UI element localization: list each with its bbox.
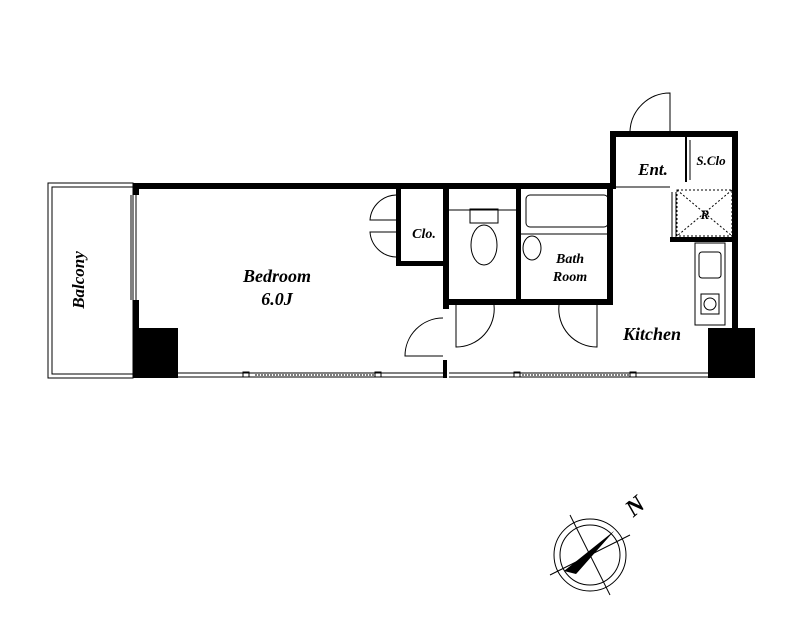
shoe-closet-label: S.Clo xyxy=(696,153,726,168)
doors xyxy=(369,92,691,357)
balcony-label: Balcony xyxy=(69,251,88,310)
kitchen-label: Kitchen xyxy=(622,324,681,344)
entrance-label: Ent. xyxy=(637,160,668,179)
bedroom-size-label: 6.0J xyxy=(261,289,294,309)
compass: N xyxy=(549,490,652,596)
bedroom-label: Bedroom xyxy=(242,266,311,286)
walls xyxy=(133,131,755,378)
room-label: Room xyxy=(552,270,587,285)
bath-label: Bath xyxy=(555,252,584,267)
windows xyxy=(130,186,708,378)
north-label: N xyxy=(620,490,652,523)
refrigerator-label: R xyxy=(700,207,710,222)
fixtures xyxy=(449,189,733,326)
closet-label: Clo. xyxy=(412,227,436,242)
balcony xyxy=(47,182,134,379)
